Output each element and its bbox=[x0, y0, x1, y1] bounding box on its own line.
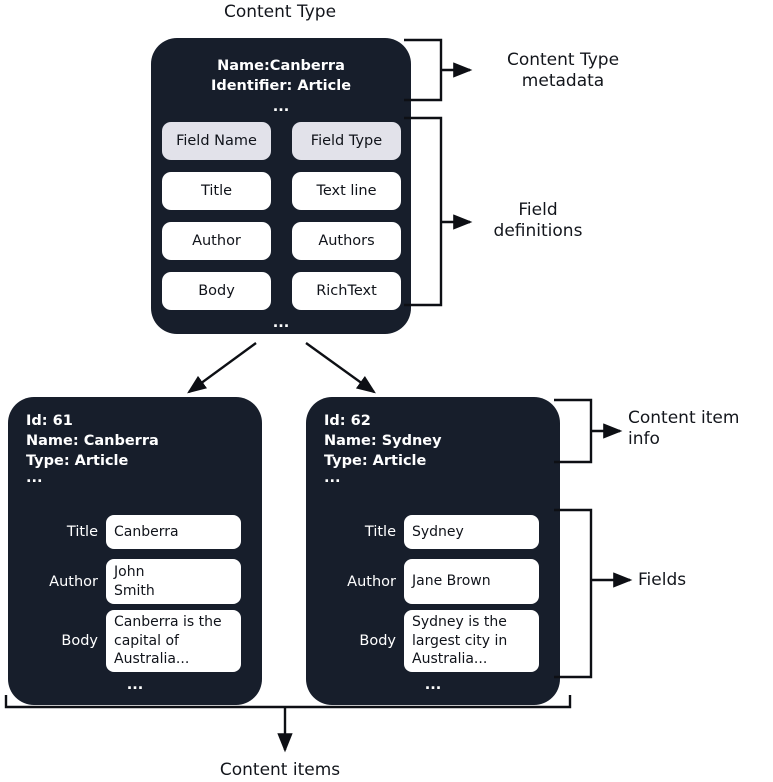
content-item-2-info: Id: 62 Name: Sydney Type: Article bbox=[324, 413, 442, 469]
content-item-1-field-value-author: John Smith bbox=[106, 559, 241, 604]
content-item-2-field-value-title: Sydney bbox=[404, 515, 539, 549]
annotation-content-type-metadata: Content Type metadata bbox=[506, 50, 620, 91]
content-item-1-field-label-body: Body bbox=[61, 633, 98, 649]
annotation-fields: Fields bbox=[638, 570, 687, 590]
content-item-2-field-label-title: Title bbox=[364, 524, 396, 540]
field-type-body: RichText bbox=[292, 272, 401, 310]
field-definitions-ellipsis: ... bbox=[272, 315, 290, 331]
content-item-1-field-value-title: Canberra bbox=[106, 515, 241, 549]
content-type-metadata-text: Name:Canberra Identifier: Article bbox=[210, 58, 352, 94]
content-item-1-info-ellipsis: ... bbox=[26, 470, 43, 486]
content-item-1-field-label-title: Title bbox=[66, 524, 98, 540]
content-item-1-fields-ellipsis: ... bbox=[126, 677, 144, 693]
annotation-content-item-info: Content item info bbox=[628, 408, 740, 449]
field-name-title: Title bbox=[162, 172, 271, 210]
content-items-title: Content items bbox=[219, 760, 341, 780]
content-item-2-field-value-author: Jane Brown bbox=[404, 559, 539, 604]
arrow-to-content-item-1 bbox=[187, 342, 257, 394]
content-item-2-field-label-author: Author bbox=[347, 573, 396, 590]
content-item-2-field-label-body: Body bbox=[359, 633, 396, 649]
arrow-to-content-item-2 bbox=[305, 342, 376, 394]
content-item-2-info-ellipsis: ... bbox=[324, 470, 341, 486]
field-type-author: Authors bbox=[292, 222, 401, 260]
field-name-header: Field Name bbox=[162, 122, 271, 160]
page-title: Content Type bbox=[223, 2, 337, 22]
field-name-author: Author bbox=[162, 222, 271, 260]
field-type-header: Field Type bbox=[292, 122, 401, 160]
content-item-2-fields-ellipsis: ... bbox=[424, 677, 442, 693]
content-item-1-info: Id: 61 Name: Canberra Type: Article bbox=[26, 413, 159, 469]
annotation-field-definitions: Field definitions bbox=[493, 200, 583, 241]
field-type-title: Text line bbox=[292, 172, 401, 210]
content-item-1-field-value-body: Canberra is the capital of Australia... bbox=[106, 610, 241, 672]
content-type-metadata-ellipsis: ... bbox=[272, 99, 290, 115]
field-name-body: Body bbox=[162, 272, 271, 310]
content-item-1-field-label-author: Author bbox=[49, 573, 98, 590]
content-item-2-field-value-body: Sydney is the largest city in Australia.… bbox=[404, 610, 539, 672]
